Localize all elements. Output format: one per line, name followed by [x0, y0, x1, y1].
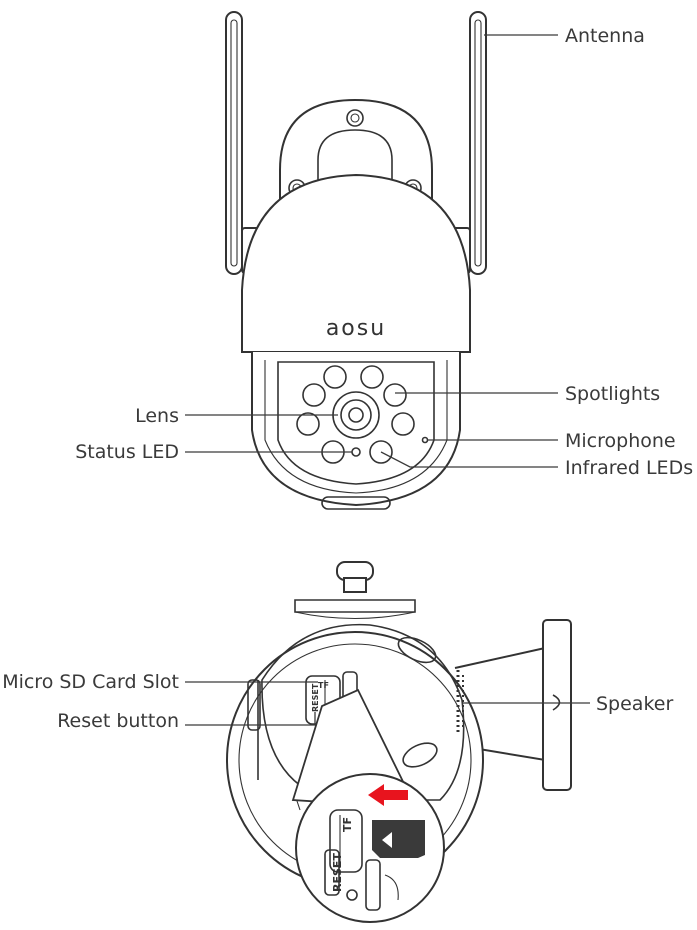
top-band: [294, 599, 416, 613]
label-reset-button: Reset button: [57, 710, 179, 732]
side-callouts: [185, 681, 590, 726]
bottom-grip: [321, 496, 391, 510]
zoom-callout: TF RESET: [291, 688, 445, 923]
led-ring: [296, 365, 415, 464]
label-spotlights: Spotlights: [565, 383, 660, 405]
label-status-led: Status LED: [75, 441, 179, 463]
ir-led: [296, 412, 320, 436]
reset-marking: RESET: [311, 683, 320, 712]
label-micro-sd-card-slot: Micro SD Card Slot: [2, 671, 179, 693]
speaker-grille: [456, 670, 464, 735]
top-knob: [336, 561, 374, 593]
label-microphone: Microphone: [565, 430, 676, 452]
brand-logo: aosu: [326, 316, 386, 341]
label-antenna: Antenna: [565, 25, 645, 47]
insert-arrow: [368, 784, 408, 806]
side-view: TF RESET TF RESET: [2, 561, 673, 923]
antenna-left: [225, 11, 243, 275]
spotlight: [383, 383, 407, 407]
reset-marking-zoom: RESET: [331, 853, 344, 892]
vent: [397, 636, 437, 664]
tf-marking: TF: [318, 681, 329, 690]
camera-body: [251, 352, 461, 507]
camera-head: [241, 173, 471, 353]
microphone-hole: [421, 436, 429, 444]
ir-led: [369, 440, 393, 464]
front-callouts: [185, 34, 558, 468]
front-view: aosu: [75, 11, 693, 510]
label-speaker: Speaker: [596, 693, 673, 715]
label-lens: Lens: [135, 405, 179, 427]
ir-led: [391, 412, 415, 436]
sd-card-notch: [382, 832, 392, 848]
ir-led: [360, 365, 384, 389]
tf-marking-zoom: TF: [341, 817, 354, 832]
spotlight: [302, 383, 326, 407]
ir-led: [323, 365, 347, 389]
antenna-right: [469, 11, 487, 275]
face-plate: [277, 361, 435, 485]
label-infrared-leds: Infrared LEDs: [565, 457, 693, 479]
sd-card: [372, 820, 425, 858]
vent: [402, 742, 438, 768]
